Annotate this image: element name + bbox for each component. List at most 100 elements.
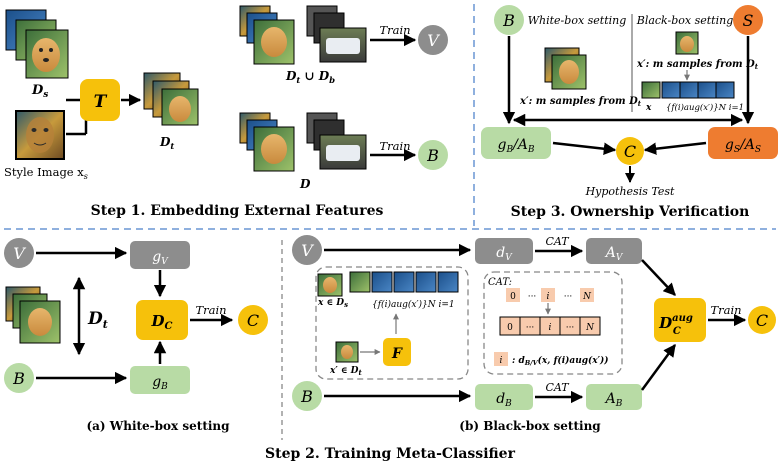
step2a-dt-label: Dt bbox=[87, 309, 108, 331]
hypothesis-test-label: Hypothesis Test bbox=[585, 185, 675, 198]
dv-box bbox=[475, 238, 533, 264]
c-node-step2b bbox=[748, 306, 776, 334]
step3-xprime-image bbox=[675, 31, 699, 55]
gb-ab-box bbox=[481, 127, 551, 159]
ab-label: AB bbox=[604, 391, 623, 409]
gs-as-label: gS/AS bbox=[725, 137, 761, 155]
faug-strip bbox=[349, 271, 459, 293]
x-in-ds-image bbox=[317, 273, 343, 297]
b-node-step3-label: B bbox=[502, 11, 515, 30]
cat-vec-dots-2: ··· bbox=[566, 323, 575, 333]
cat-legend-label: : dB/V(x, f(i)aug(x′)) bbox=[512, 355, 609, 367]
cat-n-cell bbox=[580, 288, 594, 302]
s-node-step3 bbox=[733, 5, 763, 35]
gs-to-c-arrow bbox=[643, 141, 707, 155]
b-node-step2a-label: B bbox=[12, 369, 25, 388]
av-label: AV bbox=[604, 245, 624, 263]
av-to-dcaug-arrow bbox=[641, 259, 676, 296]
av-box bbox=[586, 238, 642, 264]
ab-to-dcaug-arrow bbox=[640, 343, 677, 391]
cat-i-label: i bbox=[547, 292, 550, 302]
cat-label-2: CAT bbox=[545, 381, 570, 394]
faug-set-label: {f(i)aug(x′)}N i=1 bbox=[372, 299, 455, 310]
b-node-step1 bbox=[418, 140, 448, 170]
cat-vec-zero: 0 bbox=[507, 323, 513, 333]
db-label: dB bbox=[496, 391, 512, 409]
cat-n-label: N bbox=[582, 292, 592, 302]
gb-box-2a bbox=[130, 366, 190, 394]
d-image-stack bbox=[239, 112, 367, 172]
cat-vector bbox=[499, 316, 601, 336]
step3-faug-label: {f(i)aug(x′)}N i=1 bbox=[666, 102, 744, 113]
xprime-image-2b bbox=[335, 341, 359, 363]
black-box-caption: (b) Black-box setting bbox=[459, 419, 601, 433]
step2-title: Step 2. Training Meta-Classifier bbox=[265, 446, 516, 462]
union-label: Dt ∪ Db bbox=[285, 69, 335, 86]
c-node-step2a bbox=[238, 305, 268, 335]
cat-vec-n: N bbox=[585, 323, 595, 333]
step3-xprime-white-label: x′: m samples from Dt bbox=[519, 96, 642, 108]
cat-box-title: CAT: bbox=[488, 277, 512, 288]
cat-dashed-box bbox=[483, 271, 623, 375]
c-node-step2b-label: C bbox=[756, 311, 768, 330]
c-node-step3 bbox=[616, 137, 644, 165]
train-label-2a: Train bbox=[195, 303, 226, 317]
dt-label: Dt bbox=[159, 135, 174, 152]
c-node-step3-label: C bbox=[624, 142, 636, 161]
dv-label: dV bbox=[496, 245, 513, 263]
step3-aug-strip bbox=[641, 81, 735, 99]
step3-x-label: x bbox=[645, 103, 652, 113]
s-node-step3-label: S bbox=[743, 11, 754, 30]
ab-box bbox=[586, 384, 642, 410]
cat-zero-cell bbox=[506, 288, 520, 302]
d-label: D bbox=[299, 177, 311, 191]
v-node-step2b bbox=[292, 235, 322, 265]
ds-label: Ds bbox=[31, 83, 48, 100]
b-node-step2b-label: B bbox=[300, 387, 313, 406]
train-label-2: Train bbox=[379, 139, 410, 153]
cat-label-1: CAT bbox=[545, 235, 570, 248]
train-label-1: Train bbox=[379, 23, 410, 37]
step2a-image-stack bbox=[5, 286, 61, 344]
v-node-step1 bbox=[418, 25, 448, 55]
f-dashed-box bbox=[315, 266, 469, 380]
gv-box bbox=[130, 241, 190, 269]
gb-to-c-arrow bbox=[552, 141, 617, 155]
cat-vec-i: i bbox=[549, 323, 552, 333]
gb-label-2a: gB bbox=[152, 374, 168, 392]
b-node-step1-label: B bbox=[426, 146, 439, 165]
gv-label: gV bbox=[152, 249, 169, 267]
f-label: F bbox=[391, 346, 403, 362]
b-node-step3 bbox=[494, 5, 524, 35]
t-transform-box bbox=[80, 79, 120, 121]
dc-box bbox=[136, 300, 188, 340]
cat-legend-i: i bbox=[500, 356, 503, 366]
f-box bbox=[383, 338, 411, 366]
white-box-setting-label: White-box setting bbox=[528, 14, 627, 27]
v-node-step1-label: V bbox=[427, 31, 440, 50]
train-label-2b: Train bbox=[710, 303, 741, 317]
b-node-step2a bbox=[4, 363, 34, 393]
ds-image-stack bbox=[5, 9, 69, 79]
cat-dots-top-1: ··· bbox=[528, 292, 537, 302]
x-in-ds-label: x ∈ Ds bbox=[317, 298, 348, 309]
step3-xprime-black-label: x′: m samples from Dt bbox=[636, 59, 759, 71]
xprime-in-dt-label: x′ ∈ Dt bbox=[329, 366, 362, 377]
c-node-step2a-label: C bbox=[247, 311, 259, 330]
dcaug-box bbox=[654, 298, 706, 342]
cat-i-cell bbox=[541, 288, 555, 302]
white-box-caption: (a) White-box setting bbox=[86, 419, 230, 433]
cat-zero-label: 0 bbox=[510, 292, 516, 302]
union-image-stack bbox=[239, 5, 367, 65]
cat-dots-top-2: ··· bbox=[564, 292, 573, 302]
step3-white-image bbox=[544, 47, 587, 90]
black-box-setting-label: Black-box setting bbox=[636, 14, 734, 27]
v-node-step2a bbox=[4, 238, 34, 268]
db-box bbox=[475, 384, 533, 410]
gs-as-box bbox=[708, 127, 778, 159]
gb-ab-label: gB/AB bbox=[497, 137, 534, 155]
style-image-label: Style Image xs bbox=[4, 165, 88, 181]
v-node-step2a-label: V bbox=[13, 244, 26, 263]
